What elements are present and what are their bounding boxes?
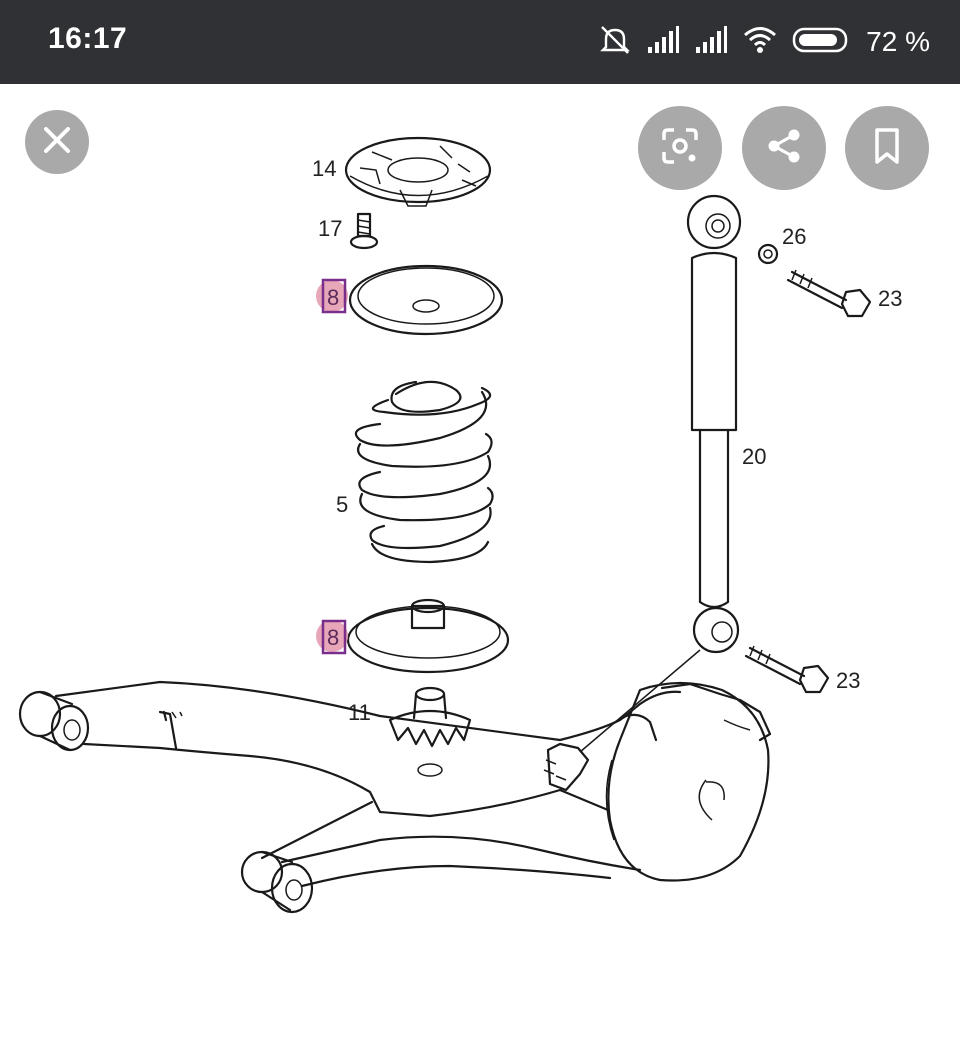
callout-23-bottom: 23 <box>836 668 860 693</box>
part-14-spring-pad <box>344 136 492 207</box>
callout-26: 26 <box>782 224 806 249</box>
status-time: 16:17 <box>48 22 128 55</box>
close-button[interactable] <box>25 110 89 174</box>
battery-icon <box>792 25 852 60</box>
callout-5: 5 <box>336 492 348 517</box>
save-button[interactable] <box>845 106 929 190</box>
part-11-bump-stop <box>388 686 472 777</box>
part-8-upper-seat <box>348 264 504 336</box>
callout-11: 11 <box>348 700 371 725</box>
part-5-coil-spring <box>354 380 494 564</box>
callout-14: 14 <box>312 156 336 181</box>
alarm-off-icon <box>598 23 632 62</box>
image-viewer <box>0 84 960 1039</box>
rear-axle-beam <box>18 649 772 914</box>
battery-percent: 72 % <box>866 26 930 57</box>
callout-8-top: 8 <box>327 285 339 310</box>
part-8-lower-seat <box>346 598 510 674</box>
highlight-8-top: 8 <box>316 278 348 314</box>
part-17-bolt <box>349 212 379 250</box>
callout-8-bottom: 8 <box>327 625 339 650</box>
signal-icon <box>646 25 680 60</box>
highlight-8-bottom: 8 <box>316 619 348 655</box>
status-bar: 16:17 <box>0 0 960 84</box>
signal-icon <box>694 25 728 60</box>
lens-search-button[interactable] <box>638 106 722 190</box>
lens-search-icon <box>660 126 700 171</box>
callout-23-top: 23 <box>878 286 902 311</box>
share-button[interactable] <box>742 106 826 190</box>
share-icon <box>764 126 804 171</box>
callout-17: 17 <box>318 216 342 241</box>
status-icons: 72 % <box>598 20 930 64</box>
part-26-nut <box>757 243 779 265</box>
part-23-lower-bolt <box>744 645 830 694</box>
wifi-icon <box>742 25 778 60</box>
part-23-upper-bolt <box>786 269 872 318</box>
close-icon <box>40 123 74 162</box>
part-20-shock-absorber <box>686 194 742 654</box>
bookmark-icon <box>869 126 905 171</box>
suspension-diagram: 14 17 8 5 8 <box>18 136 902 914</box>
callout-20: 20 <box>742 444 766 469</box>
